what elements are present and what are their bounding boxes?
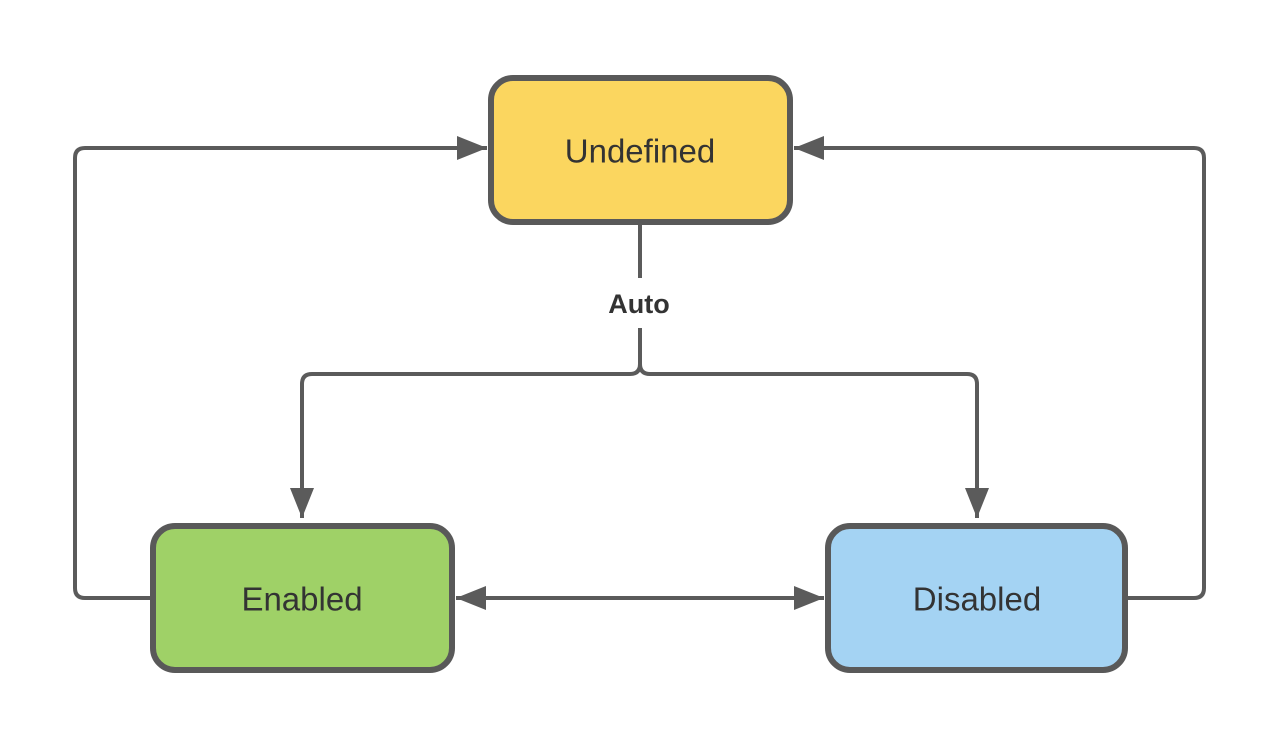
state-node-undefined-shape	[488, 75, 793, 225]
state-node-enabled-label: Enabled	[241, 581, 362, 618]
state-node-undefined-label: Undefined	[565, 133, 715, 170]
state-node-undefined: Undefined	[488, 75, 793, 225]
edge-label-background	[606, 278, 674, 328]
state-node-disabled-shape	[825, 523, 1128, 673]
edge-label-auto: Auto	[608, 289, 669, 319]
state-node-disabled-label: Disabled	[913, 581, 1041, 618]
state-node-enabled-shape	[150, 523, 455, 673]
edge-undefined-to-enabled	[290, 224, 642, 518]
state-node-disabled: Disabled	[825, 523, 1128, 673]
edge-disabled-to-undefined	[794, 136, 1206, 600]
edge-undefined-to-disabled	[638, 224, 989, 518]
state-node-enabled: Enabled	[150, 523, 455, 673]
edge-enabled-to-undefined	[73, 136, 487, 600]
